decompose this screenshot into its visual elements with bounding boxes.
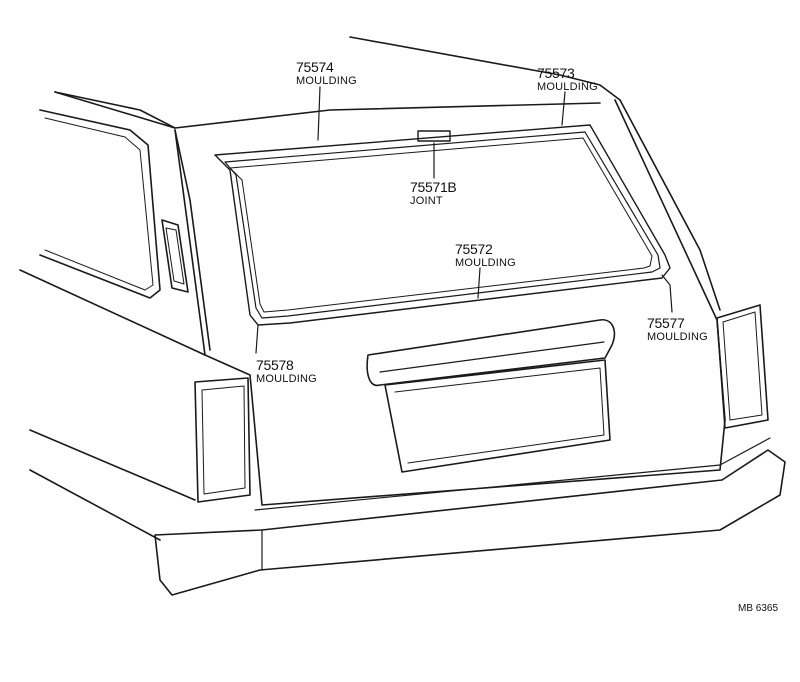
part-name: MOULDING bbox=[647, 331, 708, 343]
roof-front bbox=[54, 91, 176, 129]
body-side-line bbox=[19, 269, 206, 356]
plate-recess-inner bbox=[394, 367, 605, 464]
rear-glass bbox=[214, 124, 671, 326]
part-number: 75571B bbox=[410, 179, 457, 195]
body-side-skirt bbox=[29, 469, 161, 541]
body-side-lower bbox=[29, 429, 196, 501]
bumper-top bbox=[254, 437, 771, 511]
plate-recess bbox=[384, 359, 611, 473]
part-number: 75578 bbox=[256, 357, 294, 373]
roof-outline bbox=[54, 91, 601, 129]
tail-lamp-left bbox=[194, 377, 251, 503]
roof-line bbox=[349, 36, 621, 101]
side-window-inner bbox=[44, 117, 154, 291]
figure-code: MB 6365 bbox=[738, 603, 779, 614]
leader-75578 bbox=[255, 324, 259, 354]
label-75572: 75572 MOULDING bbox=[455, 242, 516, 269]
part-number: 75577 bbox=[647, 315, 685, 331]
body-right-edge bbox=[619, 99, 721, 311]
leader-75573 bbox=[561, 91, 566, 126]
label-75574: 75574 MOULDING bbox=[296, 60, 357, 87]
tailgate-frame bbox=[174, 99, 726, 506]
part-name: MOULDING bbox=[256, 373, 317, 385]
part-name: MOULDING bbox=[455, 257, 516, 269]
part-name: JOINT bbox=[410, 195, 443, 207]
part-number: 75572 bbox=[455, 241, 493, 257]
rear-glass-inner2 bbox=[229, 137, 653, 313]
tail-lamp-right-inner bbox=[722, 311, 763, 421]
part-name: MOULDING bbox=[296, 75, 357, 87]
side-quarter-glass bbox=[161, 219, 189, 293]
side-window bbox=[39, 109, 161, 299]
label-75577: 75577 MOULDING bbox=[647, 316, 708, 343]
part-number: 75573 bbox=[537, 65, 575, 81]
leader-75574 bbox=[317, 86, 321, 141]
garnish-outer bbox=[366, 319, 616, 387]
part-name: MOULDING bbox=[537, 81, 598, 93]
leader-75572 bbox=[477, 267, 481, 299]
label-75571b: 75571B JOINT bbox=[410, 179, 457, 207]
tail-lamp-left-inner bbox=[201, 385, 246, 495]
part-number: 75574 bbox=[296, 59, 334, 75]
body-side-pillar bbox=[174, 129, 211, 351]
bumper bbox=[154, 449, 786, 596]
joint-piece bbox=[417, 130, 451, 142]
label-75573: 75573 MOULDING bbox=[537, 66, 598, 93]
leader-75577 bbox=[661, 274, 673, 313]
side-quarter-inner bbox=[165, 227, 185, 285]
label-75578: 75578 MOULDING bbox=[256, 358, 317, 385]
rear-glass-inner bbox=[224, 131, 661, 319]
tail-lamp-right bbox=[716, 304, 769, 429]
garnish-inner bbox=[379, 341, 605, 373]
